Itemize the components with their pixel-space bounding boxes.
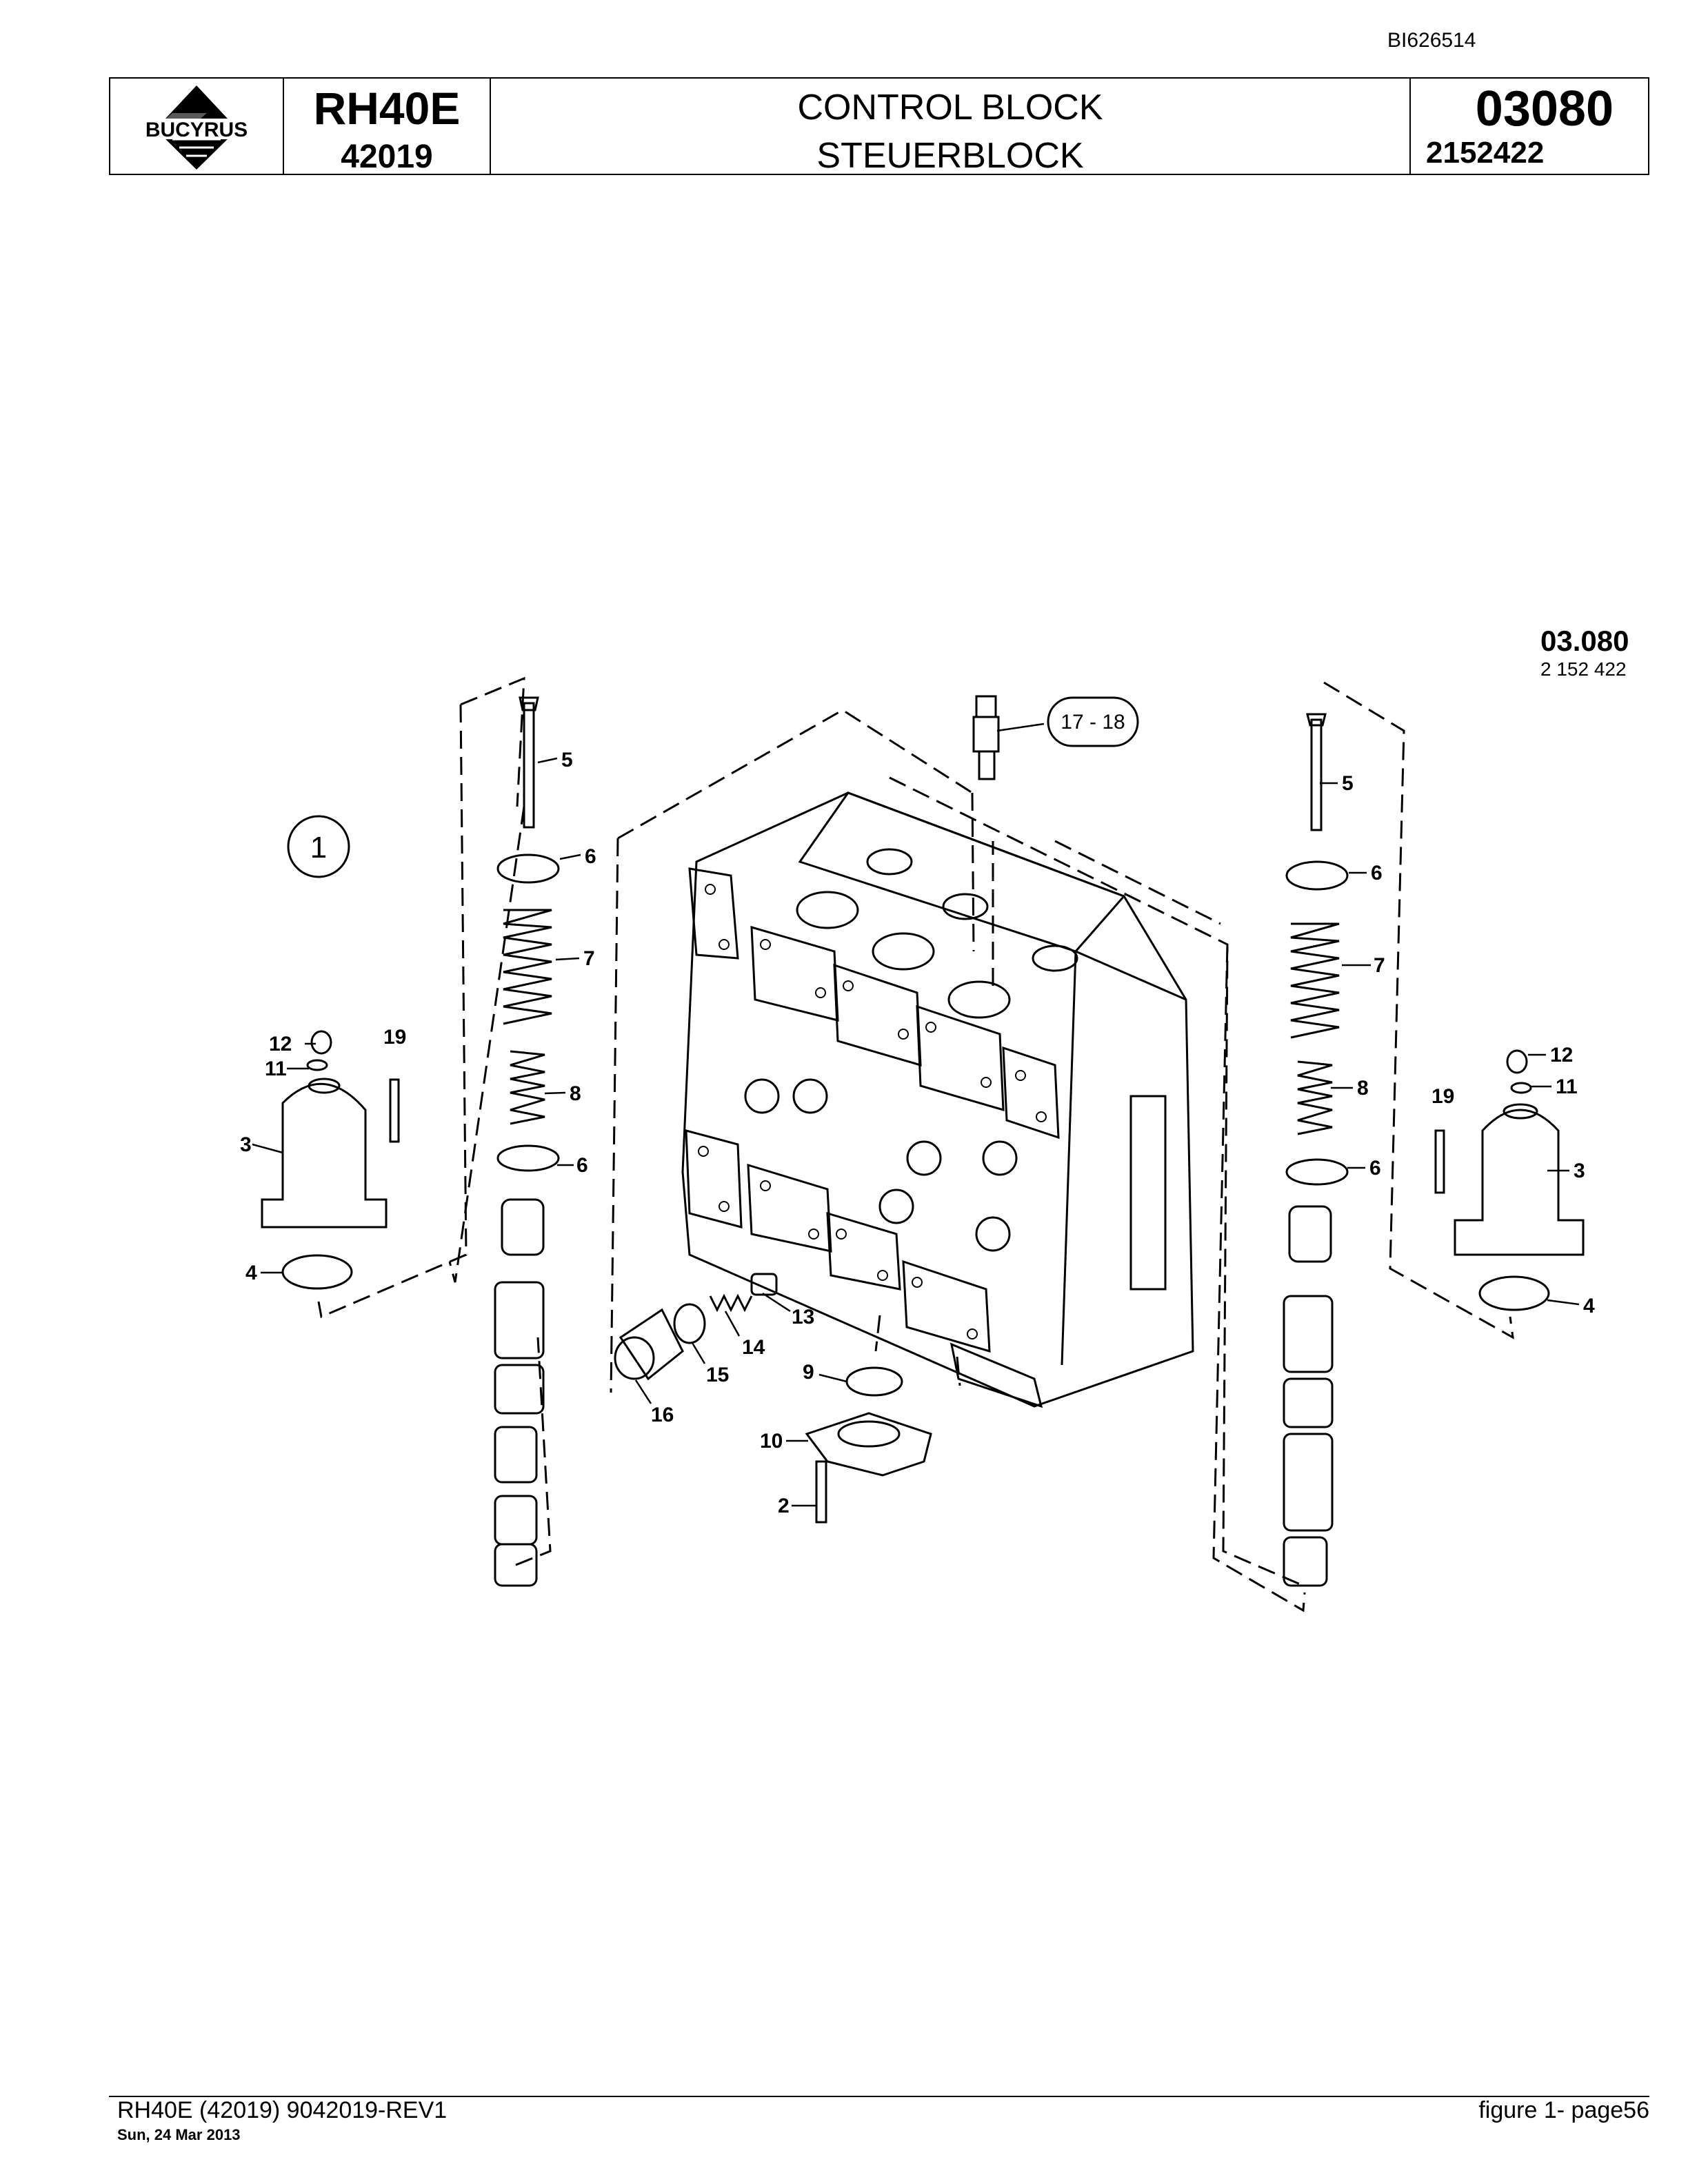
callout-label: 7 xyxy=(583,947,595,970)
callout-label: 6 xyxy=(585,845,596,868)
serial-number: 42019 xyxy=(341,139,433,175)
bucyrus-logo: BUCYRUS xyxy=(123,85,270,170)
bottom-components xyxy=(614,1273,932,1524)
model-cell: RH40E 42019 xyxy=(284,79,491,174)
callout-label: 7 xyxy=(1374,954,1385,977)
callout-bubble-17-18 xyxy=(1047,696,1139,747)
part-number: 2152422 xyxy=(1426,136,1545,170)
callout-label: 19 xyxy=(1431,1085,1454,1108)
callout-label: 2 xyxy=(778,1495,790,1517)
callout-label: 9 xyxy=(803,1361,814,1384)
leader-lines xyxy=(252,722,1580,1507)
callout-label: 3 xyxy=(240,1133,252,1156)
left-spool-stack xyxy=(494,696,560,1587)
callout-label: 11 xyxy=(1556,1075,1578,1098)
footer-divider xyxy=(109,2096,1649,2097)
footer-page-ref: figure 1- page56 xyxy=(1478,2097,1649,2123)
callout-label: 12 xyxy=(269,1033,292,1055)
dashed-guide-lines xyxy=(317,676,1514,1612)
callout-label: 3 xyxy=(1574,1160,1585,1182)
logo-cell: BUCYRUS xyxy=(110,79,284,174)
right-cover-housing xyxy=(1434,1049,1585,1311)
callout-label: 13 xyxy=(792,1306,814,1328)
logo-text: BUCYRUS xyxy=(145,119,248,141)
figure-marker-circle xyxy=(287,815,350,878)
check-valve-top xyxy=(972,695,1000,780)
callout-label: 5 xyxy=(561,749,573,771)
right-spool-stack xyxy=(1283,713,1349,1587)
callout-label: 8 xyxy=(1357,1077,1369,1100)
callout-label: 5 xyxy=(1342,772,1354,795)
callout-label: 4 xyxy=(1583,1295,1595,1317)
number-cell: 03080 2152422 xyxy=(1411,79,1648,174)
model-name: RH40E xyxy=(313,83,461,134)
callout-label: 11 xyxy=(265,1058,287,1080)
document-id: BI626514 xyxy=(1387,29,1476,52)
section-number: 03080 xyxy=(1475,81,1614,136)
figure-marker-label: 1 xyxy=(310,831,327,865)
callout-label: 8 xyxy=(570,1082,581,1105)
drawing-ref-code: 03.080 xyxy=(1540,625,1629,657)
callout-label: 6 xyxy=(1371,862,1383,884)
callout-label: 14 xyxy=(742,1336,765,1359)
control-block-body xyxy=(681,791,1194,1408)
callout-label: 19 xyxy=(383,1026,406,1049)
callout-label: 17 - 18 xyxy=(1061,711,1125,734)
left-cover-housing xyxy=(261,1030,400,1290)
callout-label: 6 xyxy=(576,1154,588,1177)
callout-label: 16 xyxy=(651,1404,674,1426)
title-german: STEUERBLOCK xyxy=(816,136,1084,176)
drawing-ref-part: 2 152 422 xyxy=(1540,658,1627,680)
callout-label: 4 xyxy=(245,1262,257,1284)
title-block: BUCYRUS RH40E 42019 CONTROL BLOCK STEUER… xyxy=(109,77,1649,175)
callout-label: 12 xyxy=(1550,1044,1573,1066)
footer-date: Sun, 24 Mar 2013 xyxy=(117,2126,241,2143)
title-cell: CONTROL BLOCK STEUERBLOCK xyxy=(491,79,1411,176)
callout-label: 10 xyxy=(760,1430,783,1453)
callout-label: 6 xyxy=(1369,1157,1381,1180)
title-english: CONTROL BLOCK xyxy=(797,88,1103,128)
callout-label: 15 xyxy=(706,1364,729,1386)
footer-document-ref: RH40E (42019) 9042019-REV1 xyxy=(117,2097,448,2123)
